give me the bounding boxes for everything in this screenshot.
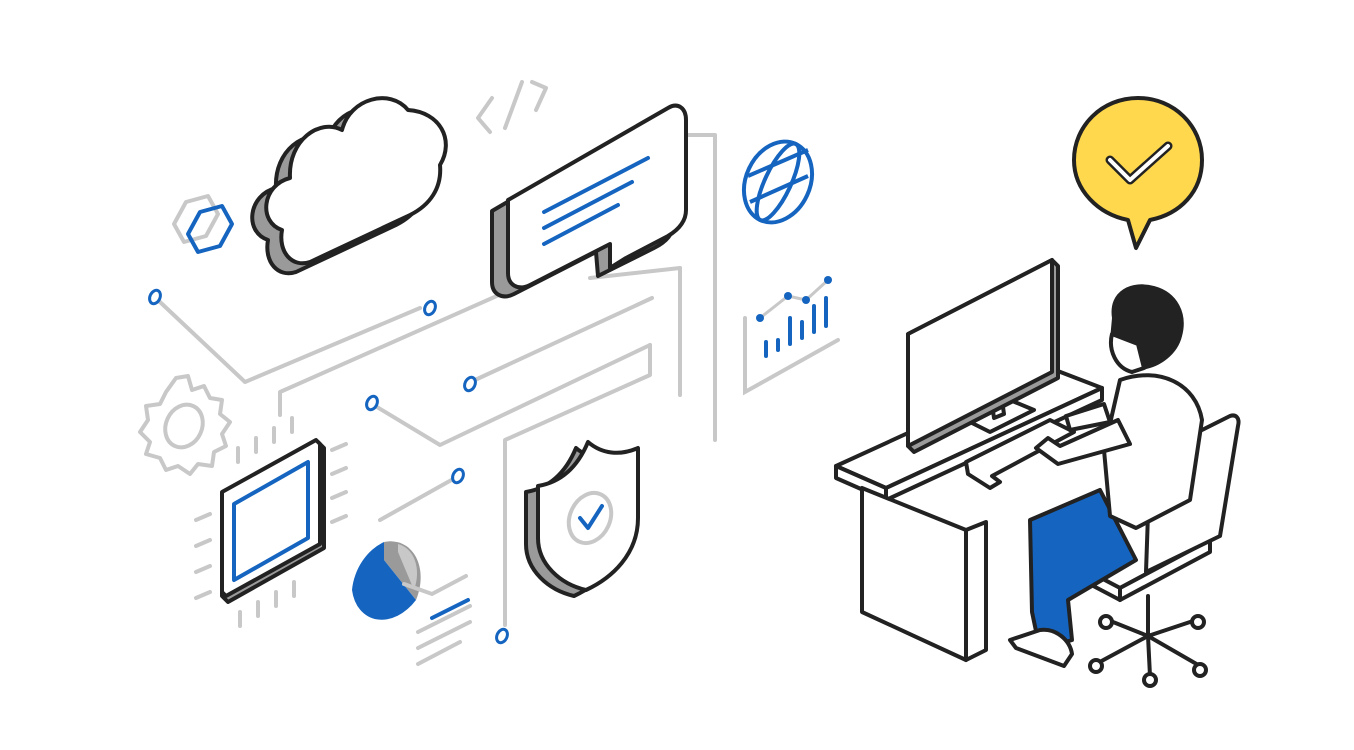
chat-bubble-icon: [490, 103, 688, 299]
bar-chart-icon: [743, 276, 840, 396]
code-tag-icon: </>: [476, 80, 548, 134]
globe-icon: [741, 139, 815, 225]
computer-monitor-icon: [906, 258, 1076, 490]
gear-icon: [138, 374, 232, 476]
cpu-chip-icon: [194, 416, 348, 628]
pie-chart-icon: [352, 541, 472, 666]
shield-check-icon: [524, 440, 640, 598]
cloud-icon: [250, 96, 448, 276]
circuit-lines: [158, 133, 717, 627]
person-at-computer: [1008, 284, 1204, 668]
hexagon-icon: [172, 194, 234, 254]
connector-nodes: [148, 288, 509, 645]
checkmark-badge-icon: [1072, 96, 1204, 250]
